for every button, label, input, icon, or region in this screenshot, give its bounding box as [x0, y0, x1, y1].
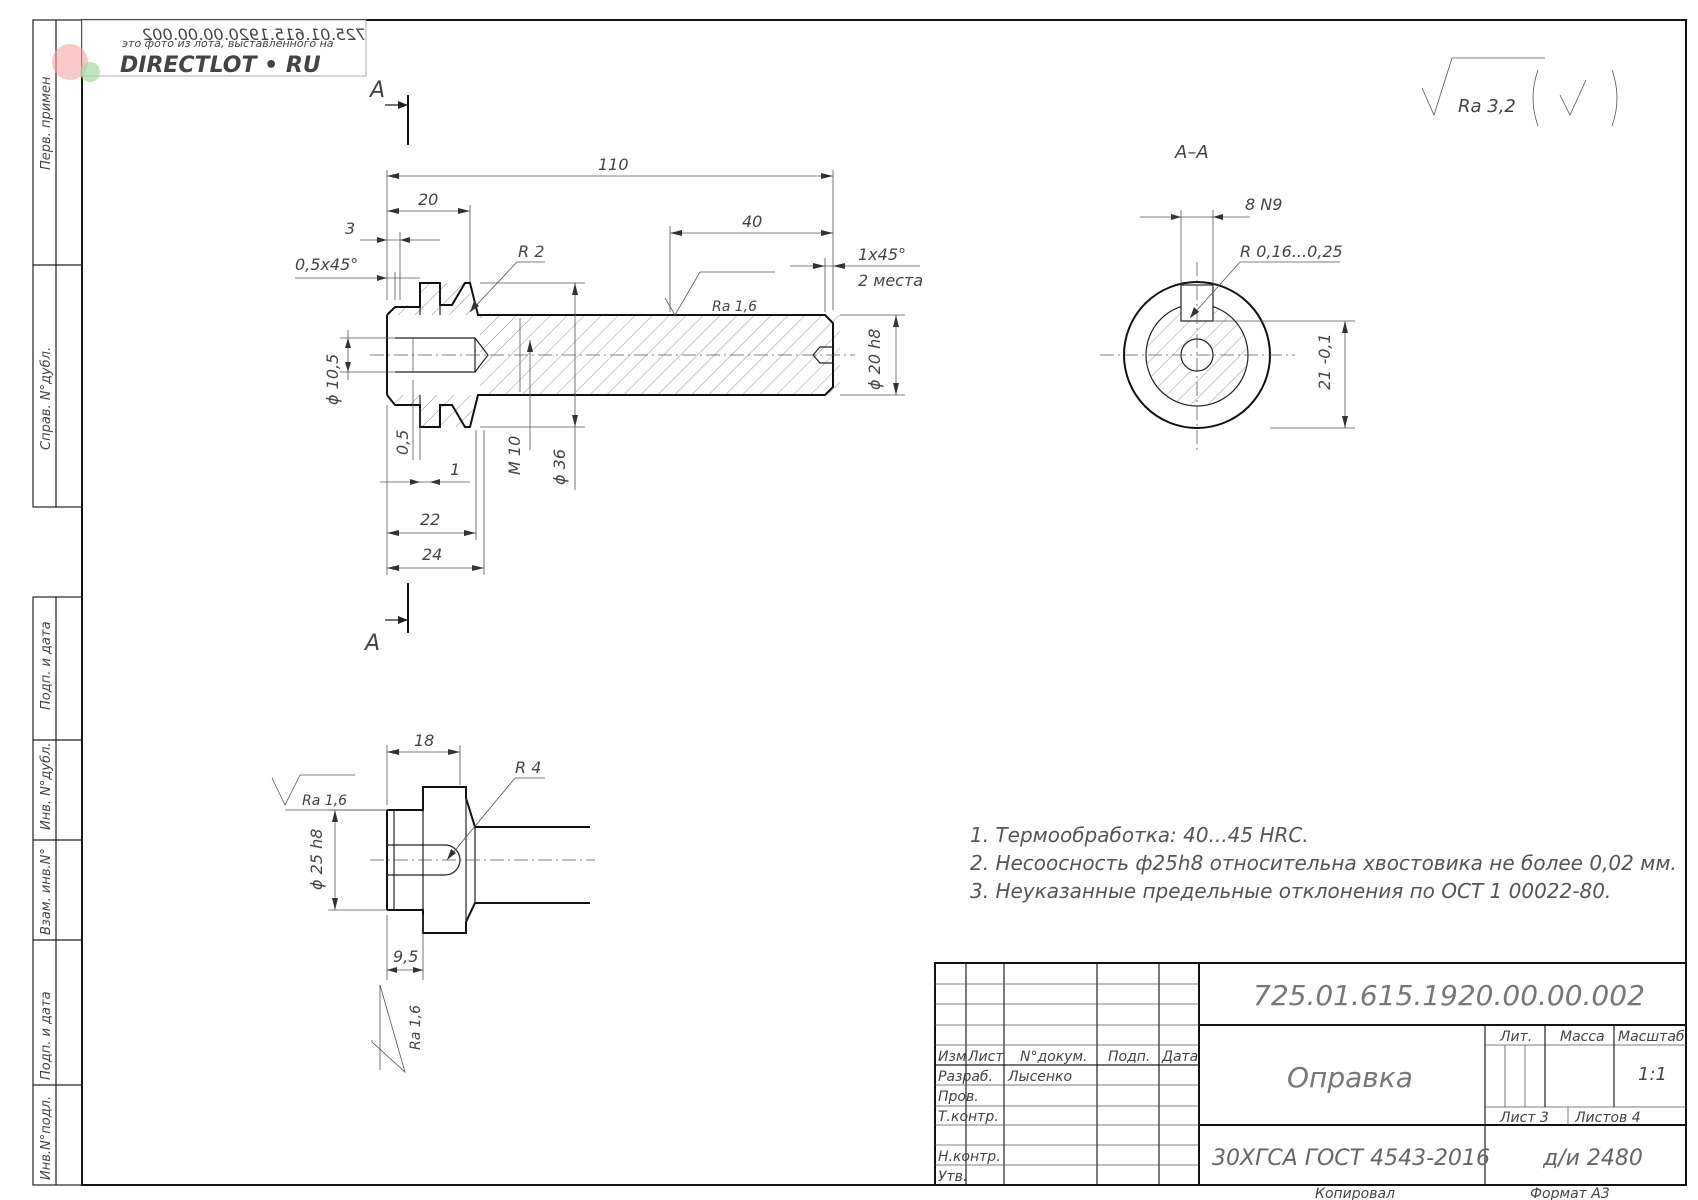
strip-podp-data-2: Подп. и дата [39, 991, 54, 1080]
note-3: 3. Неуказанные предельные отклонения по … [970, 879, 1611, 903]
tb-razrab-name: Лысенко [1007, 1069, 1072, 1085]
dim-3: 3 [345, 219, 355, 238]
tb-material: 30ХГСА ГОСТ 4543-2016 [1212, 1146, 1490, 1171]
main-view [370, 282, 855, 428]
tb-utv: Утв. [938, 1169, 967, 1185]
tb-massa: Масса [1560, 1029, 1605, 1045]
note-2: 2. Несоосность ф25h8 относительна хвосто… [970, 851, 1677, 875]
tb-podp: Подп. [1108, 1049, 1150, 1065]
dim-110: 110 [598, 155, 629, 174]
dim-40: 40 [742, 212, 762, 231]
dim-1: 1 [450, 460, 460, 479]
cut-label-top: A [368, 78, 385, 103]
bottom-dimensions: 18 R 4 Ra 1,6 ϕ 25 h8 9,5 Ra 1,6 [271, 731, 545, 1074]
tb-izm: Изм [938, 1049, 967, 1065]
tb-designation: 725.01.615.1920.00.00.002 [1253, 979, 1645, 1012]
tb-scale: 1:1 [1638, 1064, 1667, 1085]
ra16-end: Ra 1,6 [408, 1005, 424, 1050]
tb-ndoc: N°докум. [1020, 1049, 1087, 1065]
tb-razrab: Разраб. [938, 1069, 993, 1085]
tb-list: Лист [967, 1049, 1004, 1065]
dim-radius-slot: R 0,16...0,25 [1240, 242, 1343, 261]
tb-data: Дата [1161, 1049, 1198, 1065]
tb-nkontr: Н.контр. [938, 1149, 1001, 1165]
dim-chamfer-big: 1x45° [858, 245, 906, 264]
cut-label-bottom: A [363, 631, 380, 656]
strip-vzam-inv: Взам. инв.N° [39, 848, 54, 935]
mirrored-code: 725.01.615.1920.00.00.002 [142, 25, 366, 44]
technical-notes: 1. Термообработка: 40...45 HRC. 2. Несоо… [970, 823, 1677, 903]
left-strip-bottom [32, 596, 83, 1186]
watermark: 725.01.615.1920.00.00.002 это фото из ло… [52, 19, 367, 82]
dim-slot-8n9: 8 N9 [1245, 195, 1282, 214]
dim-18: 18 [414, 731, 434, 750]
dim-dia-20-h8: ϕ 20 h8 [865, 329, 884, 390]
strip-inv-dubl: Инв. N°дубл. [39, 742, 54, 830]
tb-org: д/и 2480 [1542, 1146, 1643, 1171]
dim-dia-25-h8: ϕ 25 h8 [307, 829, 326, 890]
tb-prov: Пров. [938, 1089, 979, 1105]
main-dimensions: 110 20 40 3 0,5x45° R 2 Ra 1,6 [295, 155, 923, 575]
ra16-face: Ra 1,6 [302, 793, 347, 809]
tb-tkontr: Т.контр. [938, 1109, 999, 1125]
strip-inv-podl: Инв.N°подл. [39, 1096, 54, 1180]
bottom-view [370, 786, 595, 934]
dim-dia-36: ϕ 36 [550, 449, 569, 485]
title-block: Изм Лист N°докум. Подп. Дата Разраб. Лыс… [934, 962, 1687, 1186]
strip-sprav-nomer: Справ. N°дубл. [39, 347, 54, 450]
dim-24: 24 [422, 545, 442, 564]
footer-kopiroval: Копировал [1315, 1186, 1395, 1200]
watermark-brand: DIRECTLOT • RU [120, 53, 321, 78]
section-aa: A–A 8 N9 R 0,16...0,25 21 -0,1 [1100, 142, 1355, 450]
dim-9-5: 9,5 [393, 947, 418, 966]
left-strip-top [32, 19, 83, 508]
dim-two-places: 2 места [858, 271, 923, 290]
note-1: 1. Термообработка: 40...45 HRC. [970, 823, 1309, 847]
section-title: A–A [1174, 142, 1209, 163]
general-roughness: Ra 3,2 [1421, 57, 1618, 127]
tb-sheet: Лист 3 [1499, 1110, 1549, 1126]
dim-r4: R 4 [515, 758, 541, 777]
tb-part-name: Оправка [1287, 1061, 1413, 1094]
tb-masshtab: Масштаб [1618, 1029, 1685, 1045]
dim-chamfer-small: 0,5x45° [295, 255, 358, 274]
dim-20: 20 [418, 190, 438, 209]
roughness-ra32: Ra 3,2 [1458, 96, 1516, 117]
dim-depth-21: 21 -0,1 [1315, 333, 1334, 390]
section-cut-top: A [368, 78, 409, 145]
watermark-caption: это фото из лота, выставленного на [122, 37, 334, 50]
tb-lit: Лит. [1499, 1029, 1532, 1045]
tb-sheets: Листов 4 [1574, 1110, 1641, 1126]
strip-podp-data-1: Подп. и дата [39, 621, 54, 710]
section-cut-bottom: A [363, 583, 409, 656]
dim-m10: M 10 [505, 436, 524, 475]
dim-dia-10-5: ϕ 10,5 [323, 354, 342, 405]
dim-0-5: 0,5 [393, 430, 412, 455]
dim-22: 22 [420, 510, 440, 529]
squirrel-logo-icon [52, 44, 88, 80]
footer-format: Формат А3 [1530, 1186, 1610, 1200]
strip-perv-primen: Перв. примен [39, 76, 54, 170]
ra16-shaft: Ra 1,6 [712, 299, 757, 315]
dim-r2: R 2 [518, 242, 544, 261]
